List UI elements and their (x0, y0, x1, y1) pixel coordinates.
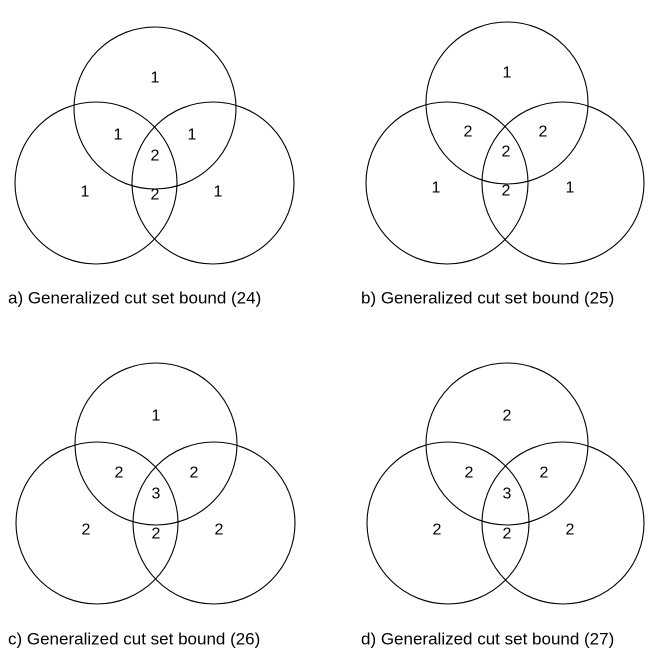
circle-top (425, 362, 589, 526)
panel-c: 1 2 2 3 2 2 2 c) Generalized cut set bou… (8, 362, 296, 649)
region-left-right-label: 2 (502, 183, 511, 200)
circle-right (481, 441, 645, 605)
region-left-label: 1 (432, 180, 441, 197)
circle-top (74, 362, 238, 526)
region-top-left-label: 2 (464, 124, 473, 141)
region-right-label: 2 (215, 522, 224, 539)
region-center-label: 2 (151, 148, 160, 165)
region-left-label: 2 (82, 522, 91, 539)
panel-d: 2 2 2 3 2 2 2 d) Generalized cut set bou… (361, 362, 645, 649)
region-left-label: 2 (433, 522, 442, 539)
panel-b: 1 2 2 2 1 2 1 b) Generalized cut set bou… (361, 21, 645, 308)
region-top-left-label: 1 (114, 127, 123, 144)
region-left-right-label: 2 (152, 526, 161, 543)
region-top-right-label: 1 (188, 127, 197, 144)
panel-caption: a) Generalized cut set bound (24) (8, 289, 261, 308)
region-top-label: 1 (503, 65, 512, 82)
region-top-left-label: 2 (115, 465, 124, 482)
circle-right (132, 441, 296, 605)
circle-left (365, 101, 529, 265)
region-top-label: 2 (503, 408, 512, 425)
region-right-label: 1 (214, 184, 223, 201)
region-top-label: 1 (151, 70, 160, 87)
region-top-right-label: 2 (539, 124, 548, 141)
panel-a: 1 1 1 2 1 2 1 a) Generalized cut set bou… (8, 26, 295, 308)
circle-left (14, 101, 178, 265)
region-top-right-label: 2 (540, 465, 549, 482)
circle-top (73, 26, 237, 190)
circle-top (425, 21, 589, 185)
circle-right (131, 101, 295, 265)
region-left-label: 1 (81, 184, 90, 201)
panel-caption: b) Generalized cut set bound (25) (361, 289, 614, 308)
circle-right (481, 101, 645, 265)
panel-caption: c) Generalized cut set bound (26) (8, 630, 260, 649)
region-left-right-label: 2 (151, 187, 160, 204)
region-top-right-label: 2 (190, 465, 199, 482)
region-left-right-label: 2 (503, 526, 512, 543)
circle-left (15, 441, 179, 605)
region-top-label: 1 (152, 408, 161, 425)
region-center-label: 2 (502, 144, 511, 161)
region-right-label: 2 (566, 522, 575, 539)
region-center-label: 3 (503, 486, 512, 503)
panel-caption: d) Generalized cut set bound (27) (361, 630, 614, 649)
region-top-left-label: 2 (465, 465, 474, 482)
region-center-label: 3 (152, 486, 161, 503)
circle-left (366, 441, 530, 605)
region-right-label: 1 (566, 180, 575, 197)
